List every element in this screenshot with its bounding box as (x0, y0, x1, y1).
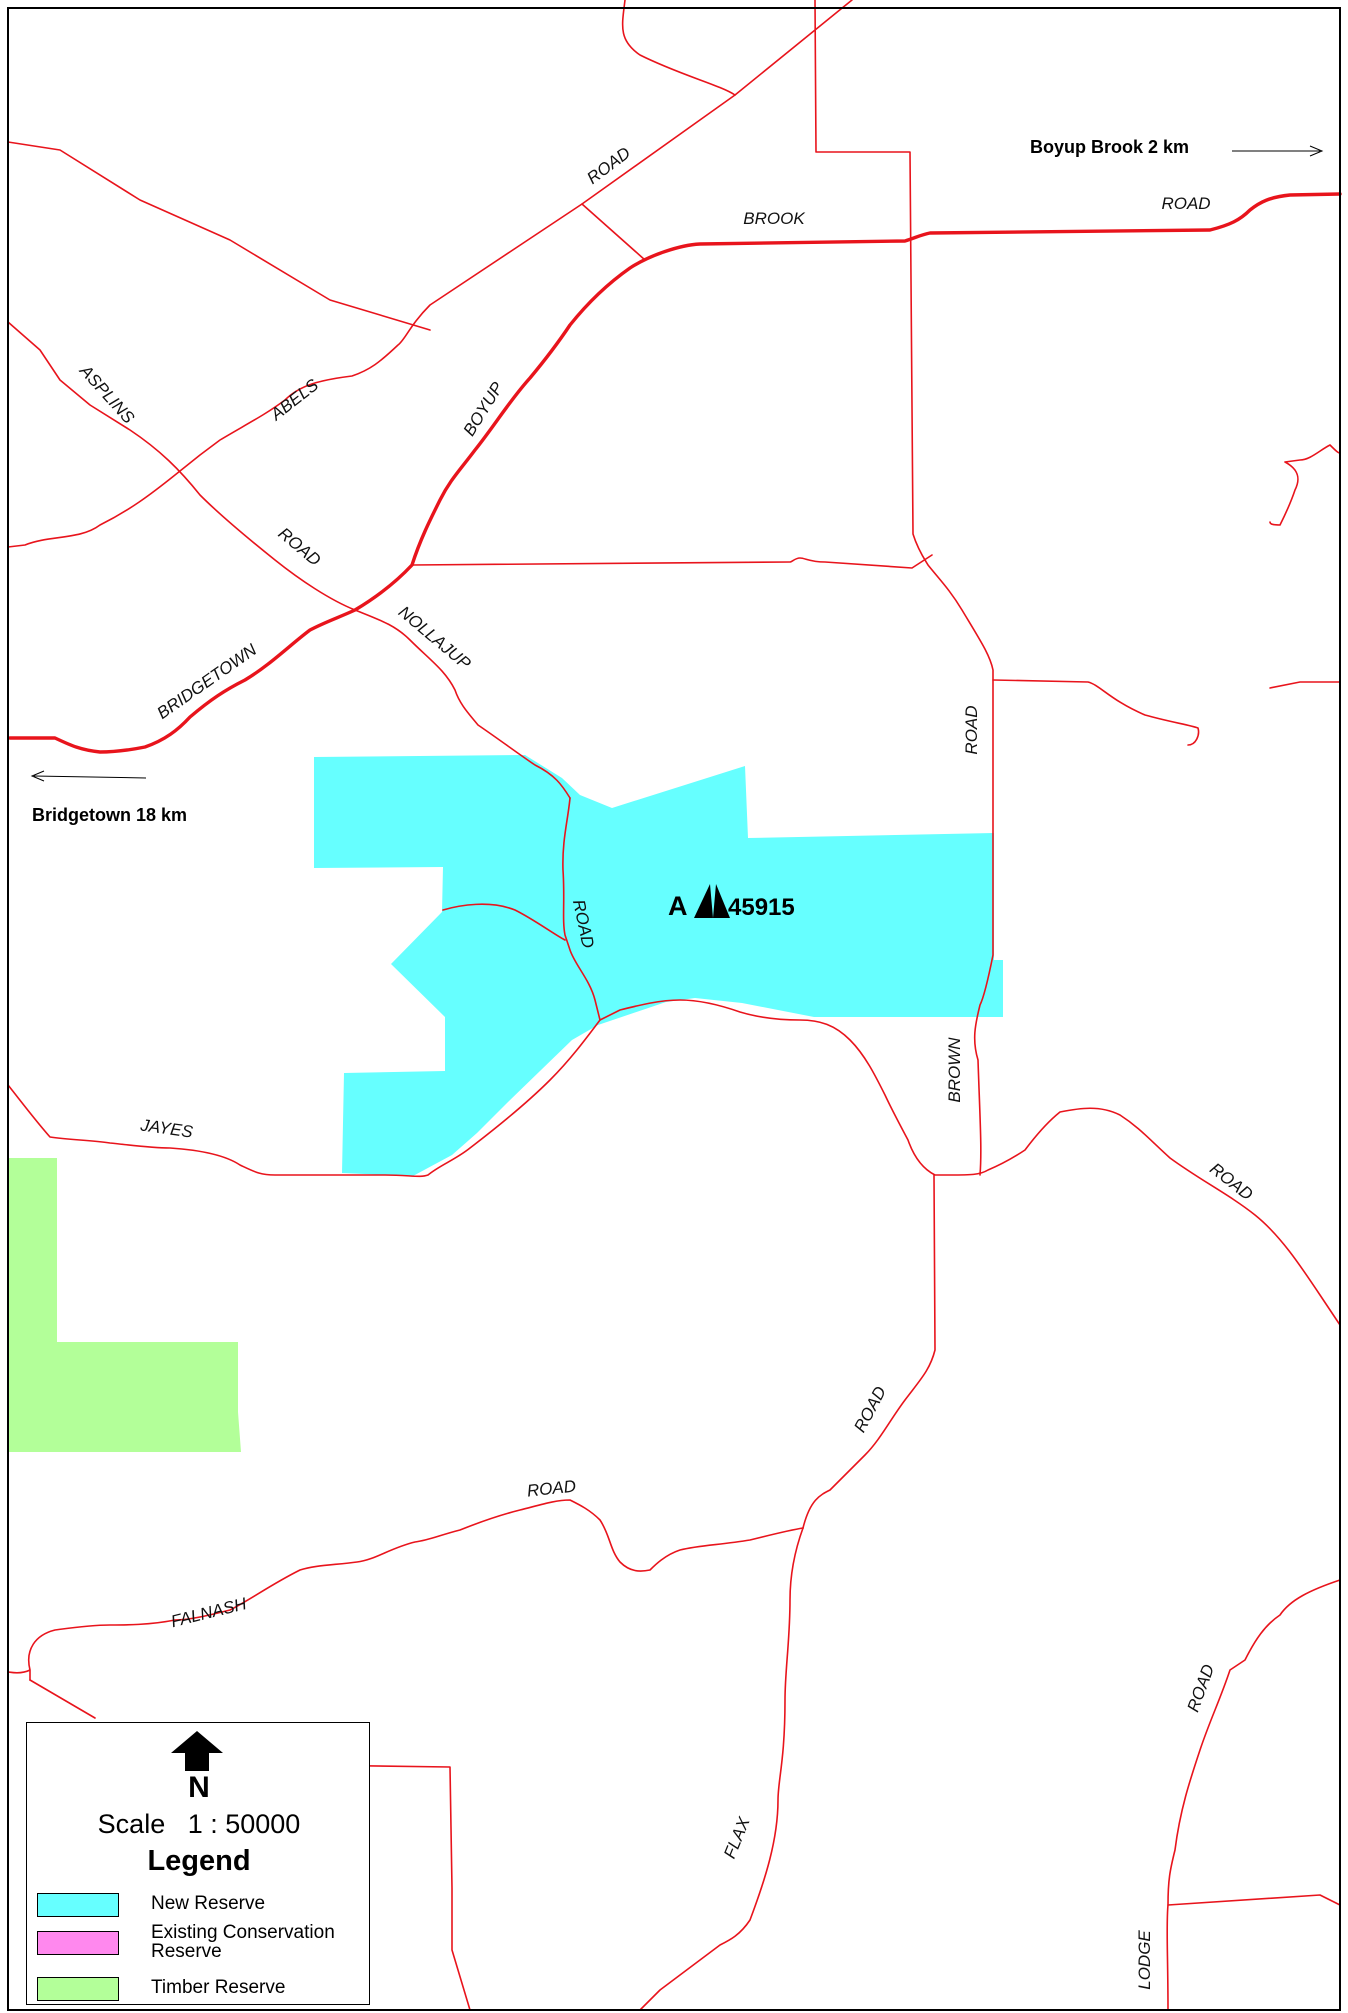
legend-swatch (37, 1977, 119, 2001)
road-label: ROAD (850, 1383, 890, 1435)
road-label: ROAD (275, 524, 325, 570)
legend-title: Legend (147, 1845, 251, 1877)
map-frame (7, 7, 1341, 2011)
legend-label: New Reserve (151, 1893, 266, 1914)
north-label: N (188, 1771, 210, 1804)
reserve-number: 45915 (728, 894, 795, 921)
reserve-label: A 45915 (668, 884, 795, 921)
road-label: FALNASH (169, 1594, 249, 1631)
road-label: ROAD (1184, 1662, 1219, 1715)
road-label: ROAD (962, 705, 981, 754)
new-reserve-area (314, 755, 1003, 1176)
road-label: BOYUP (460, 378, 508, 439)
place-label: Boyup Brook 2 km (1030, 137, 1189, 157)
road-label: ROAD (1161, 194, 1210, 213)
road-label: ASPLINS (75, 361, 138, 428)
road-label: FLAX (720, 1814, 754, 1861)
reserve-class-letter: A (668, 891, 688, 921)
arrow-left-icon (30, 770, 147, 782)
timber-reserve-area (8, 1158, 241, 1452)
legend-label: Timber Reserve (151, 1977, 286, 1998)
arrow-right-icon (1232, 145, 1324, 157)
main-road (8, 192, 1342, 754)
legend-item-existing-conservation-reserve: Existing Conservation Reserve (37, 1923, 367, 1971)
reserve-marker-icon (694, 884, 730, 918)
road-label: ROAD (583, 143, 634, 188)
north-arrow-icon (171, 1731, 223, 1771)
road-label: ROAD (526, 1477, 577, 1501)
legend-box: N Scale 1 : 50000 Legend New Reserve Exi… (26, 1722, 370, 2005)
road-label: JAYES (138, 1115, 194, 1141)
legend-item-new-reserve: New Reserve (37, 1891, 367, 1917)
place-label: Bridgetown 18 km (32, 805, 187, 825)
road-label: LODGE (1135, 1930, 1154, 1990)
legend-item-timber-reserve: Timber Reserve (37, 1975, 367, 2001)
legend-label: Existing Conservation Reserve (151, 1922, 335, 1962)
road-network (7, 0, 1341, 2011)
scale-label: Scale 1 : 50000 (97, 1809, 301, 1839)
legend-swatch (37, 1893, 119, 1917)
legend-swatch (37, 1931, 119, 1955)
road-label: BROWN (945, 1037, 964, 1103)
road-label: ABELS (266, 375, 322, 425)
road-label: BROOK (743, 209, 805, 228)
